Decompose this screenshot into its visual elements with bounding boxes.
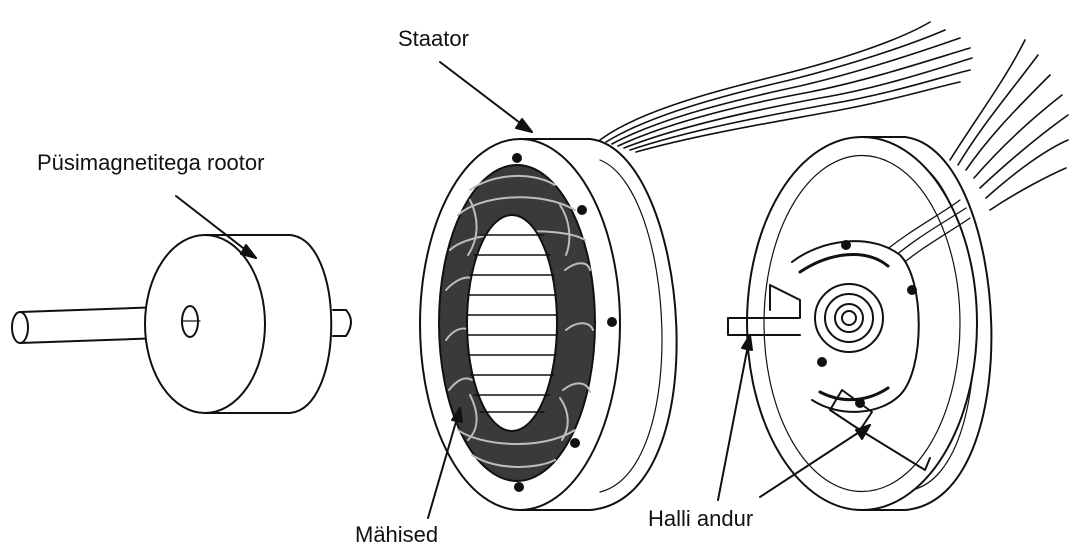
rotor-body <box>145 235 331 413</box>
rotor-label: Püsimagnetitega rootor <box>37 152 264 174</box>
hall-sensor-label: Halli andur <box>648 508 753 530</box>
rotor-shaft-right <box>333 310 351 336</box>
end-cap-wires <box>950 40 1068 210</box>
end-cap-drawing <box>718 40 1068 510</box>
stator-windings <box>439 165 595 481</box>
windings-label: Mähised <box>355 524 438 546</box>
stator-label: Staator <box>398 28 469 50</box>
stator-pointer-arrow <box>440 62 532 132</box>
rotor-drawing <box>12 196 351 413</box>
stator-wires <box>600 22 972 152</box>
